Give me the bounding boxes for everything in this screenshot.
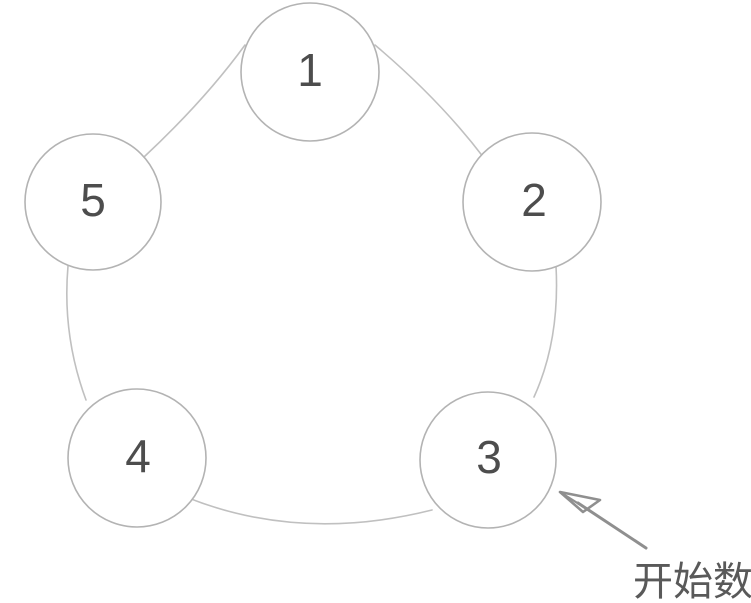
start-number-label: 开始数 — [633, 559, 751, 603]
start-number-arrow-icon — [558, 490, 648, 550]
node-4-label: 4 — [125, 430, 151, 482]
edge-group — [66, 44, 558, 525]
node-2-label: 2 — [521, 174, 547, 226]
edge-2-to-3 — [533, 265, 558, 398]
edge-4-to-5 — [66, 265, 87, 401]
edge-5-to-1 — [143, 44, 246, 158]
arrow-head-inner-line — [558, 490, 592, 513]
edge-3-to-4 — [185, 496, 433, 525]
node-3[interactable]: 3 — [419, 391, 557, 529]
node-1-label: 1 — [297, 44, 323, 96]
node-3-circle[interactable] — [419, 391, 557, 529]
node-2-circle[interactable] — [462, 132, 602, 272]
edge-1-to-2 — [374, 44, 485, 159]
node-1-circle[interactable] — [240, 2, 380, 142]
node-2[interactable]: 2 — [462, 132, 602, 272]
node-3-label: 3 — [476, 431, 502, 483]
node-1[interactable]: 1 — [240, 2, 380, 142]
node-5-label: 5 — [80, 174, 106, 226]
node-4[interactable]: 4 — [67, 388, 207, 528]
arrow-head — [558, 490, 602, 514]
node-5[interactable]: 5 — [24, 133, 162, 271]
node-4-circle[interactable] — [67, 388, 207, 528]
node-5-circle[interactable] — [24, 133, 162, 271]
